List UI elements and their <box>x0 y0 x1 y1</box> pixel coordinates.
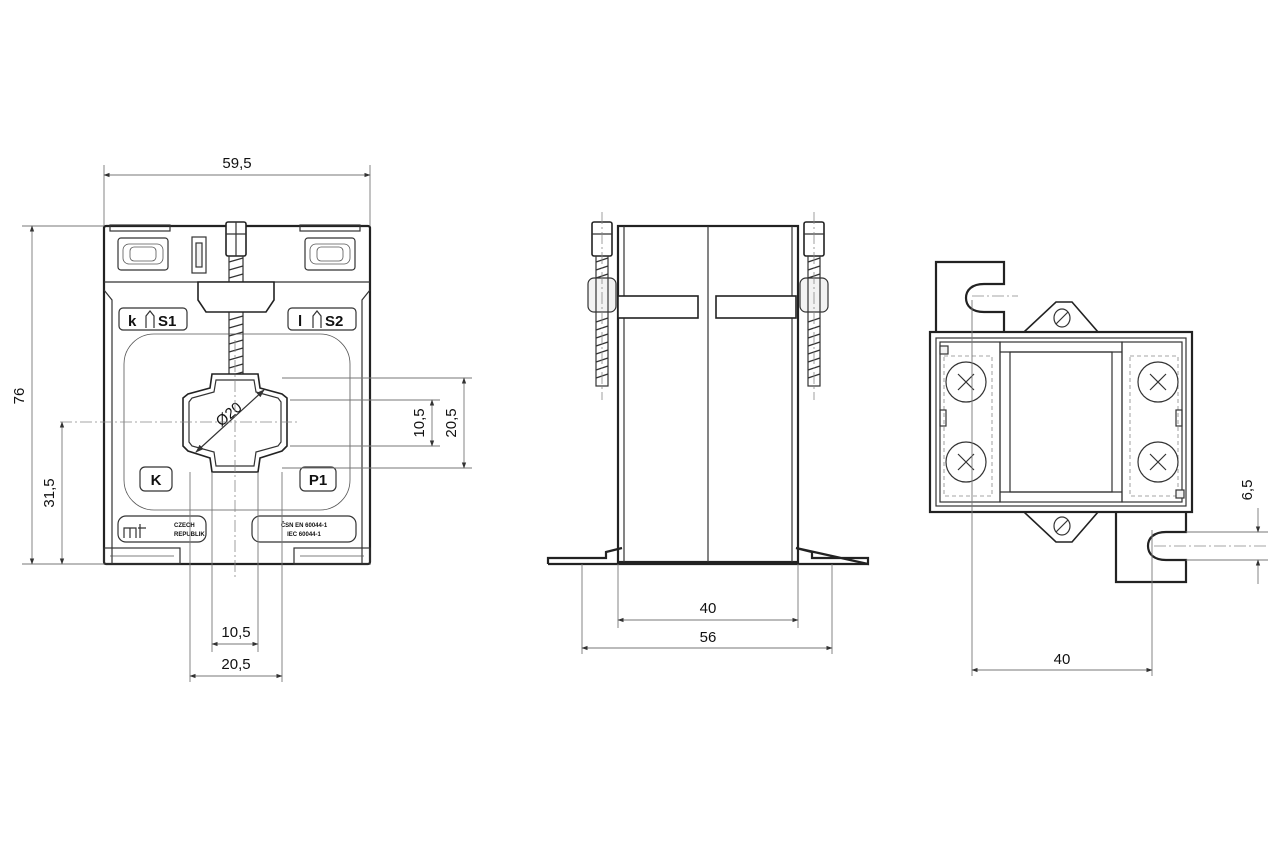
dim-window-v-outer: 20,5 <box>443 408 460 437</box>
side-dimensions: 40 56 <box>581 564 833 654</box>
front-view: k S1 l S2 Ø20 K P1 CZECH REPUBLIK ČSN EN… <box>60 221 372 580</box>
dim-slot: 6,5 <box>1239 480 1256 501</box>
dim-width: 59,5 <box>222 155 251 172</box>
label-s2: S2 <box>325 313 343 330</box>
secondary-screw-thread <box>228 255 244 383</box>
label-primary-p1: P1 <box>309 472 327 489</box>
top-dimensions: 40 6,5 <box>971 300 1268 676</box>
label-l: l <box>298 313 302 330</box>
dim-window-h-inner: 10,5 <box>221 624 250 641</box>
front-dimensions: 59,5 76 31,5 10,5 20,5 10,5 20,5 <box>11 155 472 682</box>
nameplate-standard-2: IEC 60044-1 <box>287 532 321 538</box>
top-view <box>928 260 1268 584</box>
dim-center-height: 31,5 <box>41 478 58 507</box>
label-k: k <box>128 313 137 330</box>
dim-window-v-inner: 10,5 <box>411 408 428 437</box>
label-s1: S1 <box>158 313 176 330</box>
dim-height: 76 <box>11 388 28 405</box>
nameplate-standard-1: ČSN EN 60044-1 <box>281 522 328 529</box>
dim-window-h-outer: 20,5 <box>221 656 250 673</box>
terminal-screws <box>945 361 1179 483</box>
dim-base-width: 56 <box>700 629 717 646</box>
manufacturer-logo <box>123 524 146 538</box>
nameplate-country-1: CZECH <box>174 523 195 529</box>
label-primary-k: K <box>151 472 162 489</box>
dim-depth: 40 <box>1054 651 1071 668</box>
dim-body-width: 40 <box>700 600 717 617</box>
side-view <box>546 212 870 566</box>
